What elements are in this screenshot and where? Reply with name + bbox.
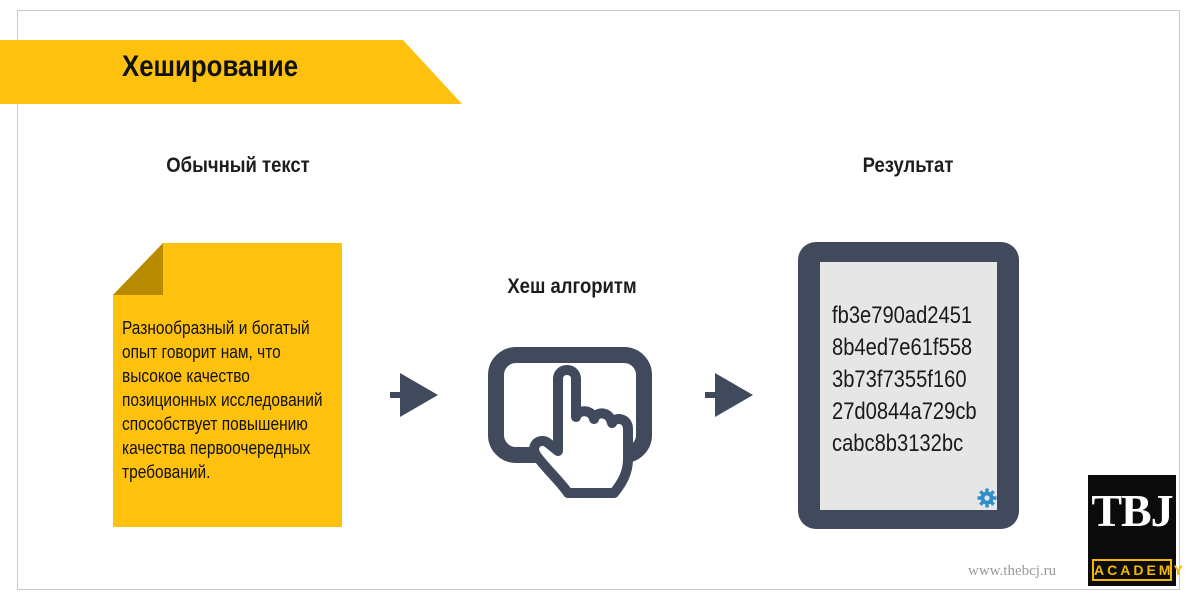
algorithm-heading: Хеш алгоритм bbox=[507, 275, 637, 298]
title-banner bbox=[0, 40, 462, 104]
footer-url: www.thebcj.ru bbox=[968, 563, 1057, 579]
arrow-right-icon bbox=[390, 373, 438, 417]
touch-screen-hand-icon bbox=[488, 347, 652, 498]
gear-icon bbox=[977, 488, 997, 508]
output-heading: Результат bbox=[862, 154, 954, 177]
hash-output: fb3e790ad2451 8b4ed7e61f558 3b73f7355f16… bbox=[832, 300, 977, 460]
hash-line: cabc8b3132bc bbox=[832, 430, 964, 457]
document-note-icon bbox=[113, 243, 342, 527]
page-title: Хеширование bbox=[122, 50, 299, 83]
hash-line: 8b4ed7e61f558 bbox=[832, 334, 973, 361]
hash-line: 3b73f7355f160 bbox=[832, 366, 967, 393]
arrow-right-icon bbox=[705, 373, 753, 417]
input-heading: Обычный текст bbox=[166, 154, 310, 177]
logo-subtext: ACADEMY bbox=[1092, 559, 1183, 581]
hash-line: fb3e790ad2451 bbox=[832, 302, 973, 329]
logo: TBJ ACADEMY bbox=[1088, 475, 1183, 586]
tablet-icon bbox=[798, 242, 1019, 529]
plain-text-content: Разнообразный и богатый опыт говорит нам… bbox=[122, 318, 323, 482]
hash-line: 27d0844a729cb bbox=[832, 398, 977, 425]
logo-mark: TBJ bbox=[1091, 485, 1173, 536]
